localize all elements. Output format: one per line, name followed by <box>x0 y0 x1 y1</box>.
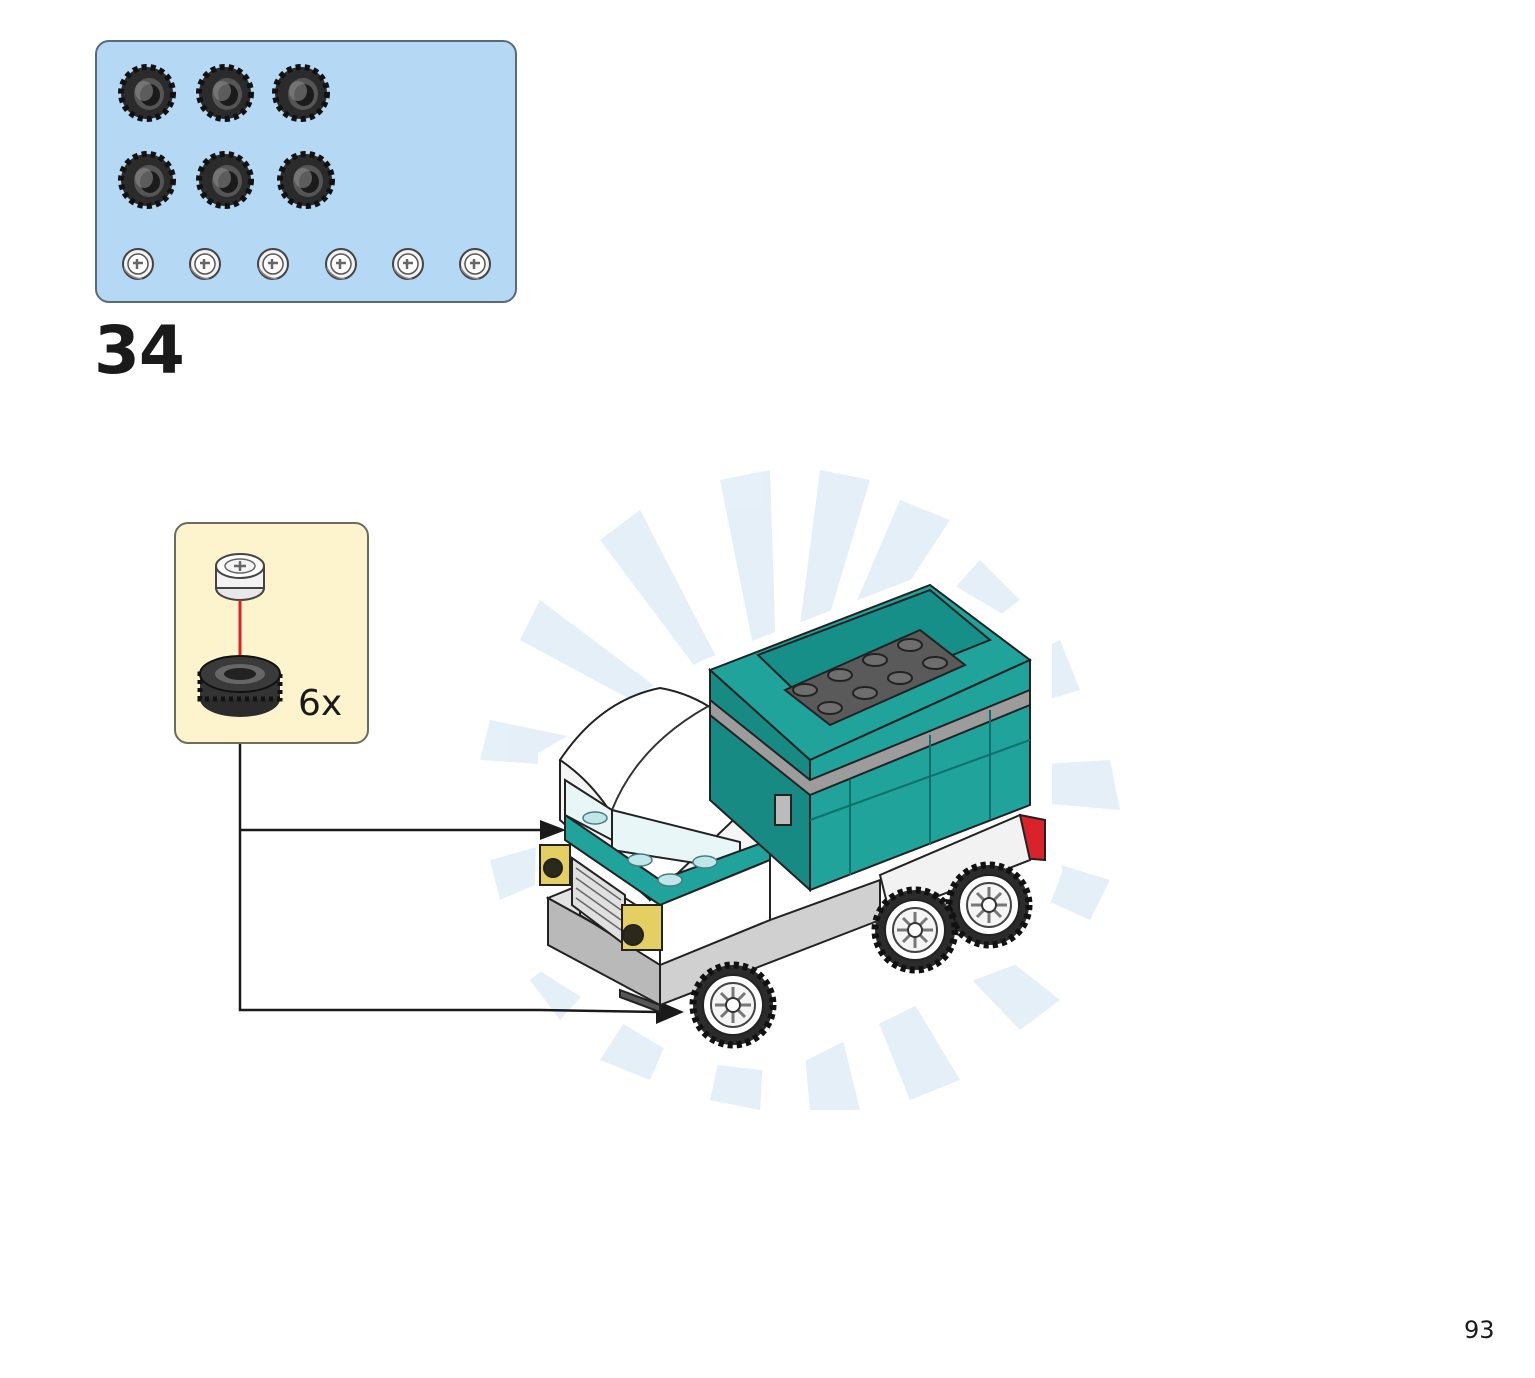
step-number: 34 <box>94 312 185 389</box>
callout-arrow-icon <box>656 1000 684 1024</box>
page-number: 93 <box>1464 1316 1495 1344</box>
wheel-rim-icon <box>215 553 265 601</box>
parts-list-panel <box>95 40 517 303</box>
subassembly-illustration <box>197 553 283 717</box>
callout-lines <box>238 744 540 1012</box>
tire-icon <box>197 655 283 717</box>
callout-line <box>539 1008 661 1014</box>
quantity-label: 6x <box>298 683 343 724</box>
callout-arrow-icon <box>540 820 566 840</box>
subassembly-panel: 6x <box>174 522 369 744</box>
truck-cargo-box <box>708 583 1046 917</box>
